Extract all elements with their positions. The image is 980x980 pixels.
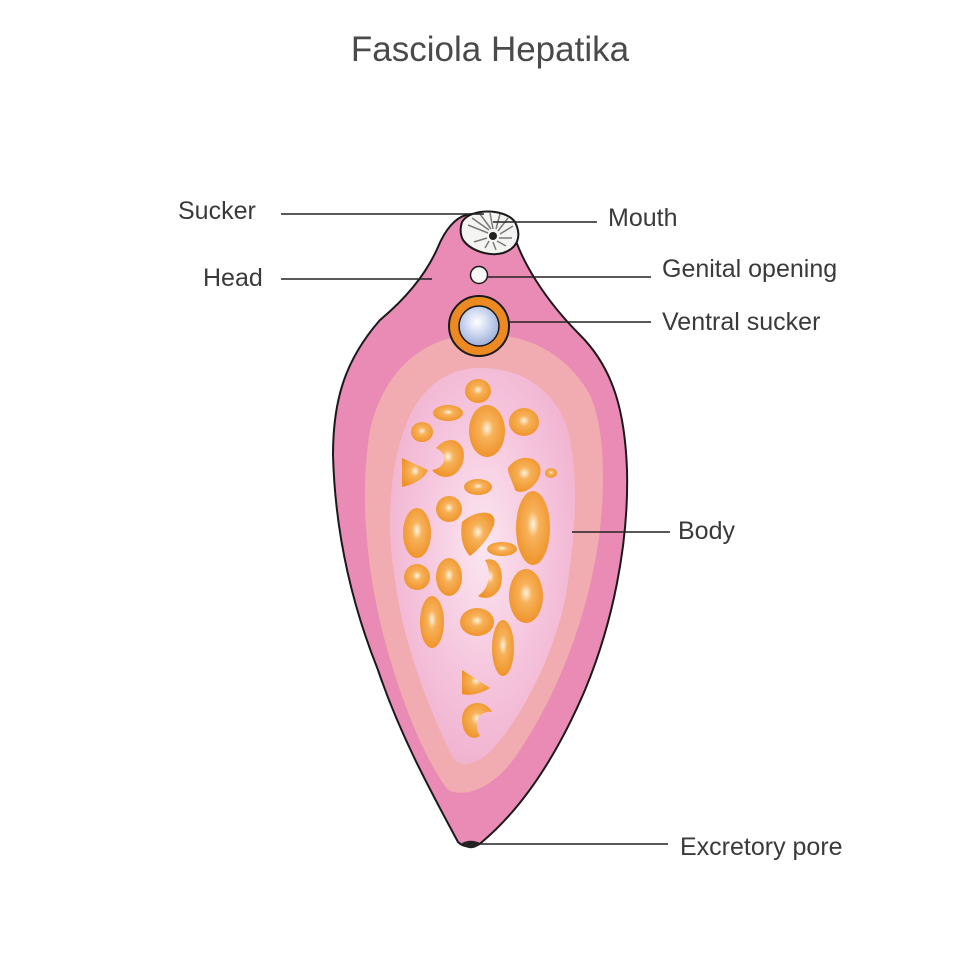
organ [433, 405, 463, 421]
organ [509, 408, 539, 436]
organ [516, 491, 550, 565]
organ [436, 496, 462, 522]
ventral-sucker-center [459, 306, 499, 346]
organ [460, 608, 494, 636]
organ [411, 422, 433, 442]
label-head: Head [203, 266, 263, 291]
label-body: Body [678, 519, 735, 544]
organ [492, 620, 514, 676]
label-ventral-sucker: Ventral sucker [662, 310, 820, 335]
organ [404, 564, 430, 590]
mouth-opening [489, 232, 497, 240]
organ [469, 405, 505, 457]
label-mouth: Mouth [608, 206, 677, 231]
organ [436, 558, 462, 596]
genital-opening [471, 267, 488, 284]
organ [403, 508, 431, 558]
organ [465, 379, 491, 403]
label-excretory-pore: Excretory pore [680, 835, 843, 860]
organ [464, 479, 492, 495]
organ [545, 468, 557, 478]
label-sucker: Sucker [178, 199, 256, 224]
diagram-title: Fasciola Hepatika [0, 30, 980, 70]
organ [420, 596, 444, 648]
label-genital-opening: Genital opening [662, 257, 837, 282]
organ [509, 569, 543, 623]
organ [487, 542, 517, 556]
